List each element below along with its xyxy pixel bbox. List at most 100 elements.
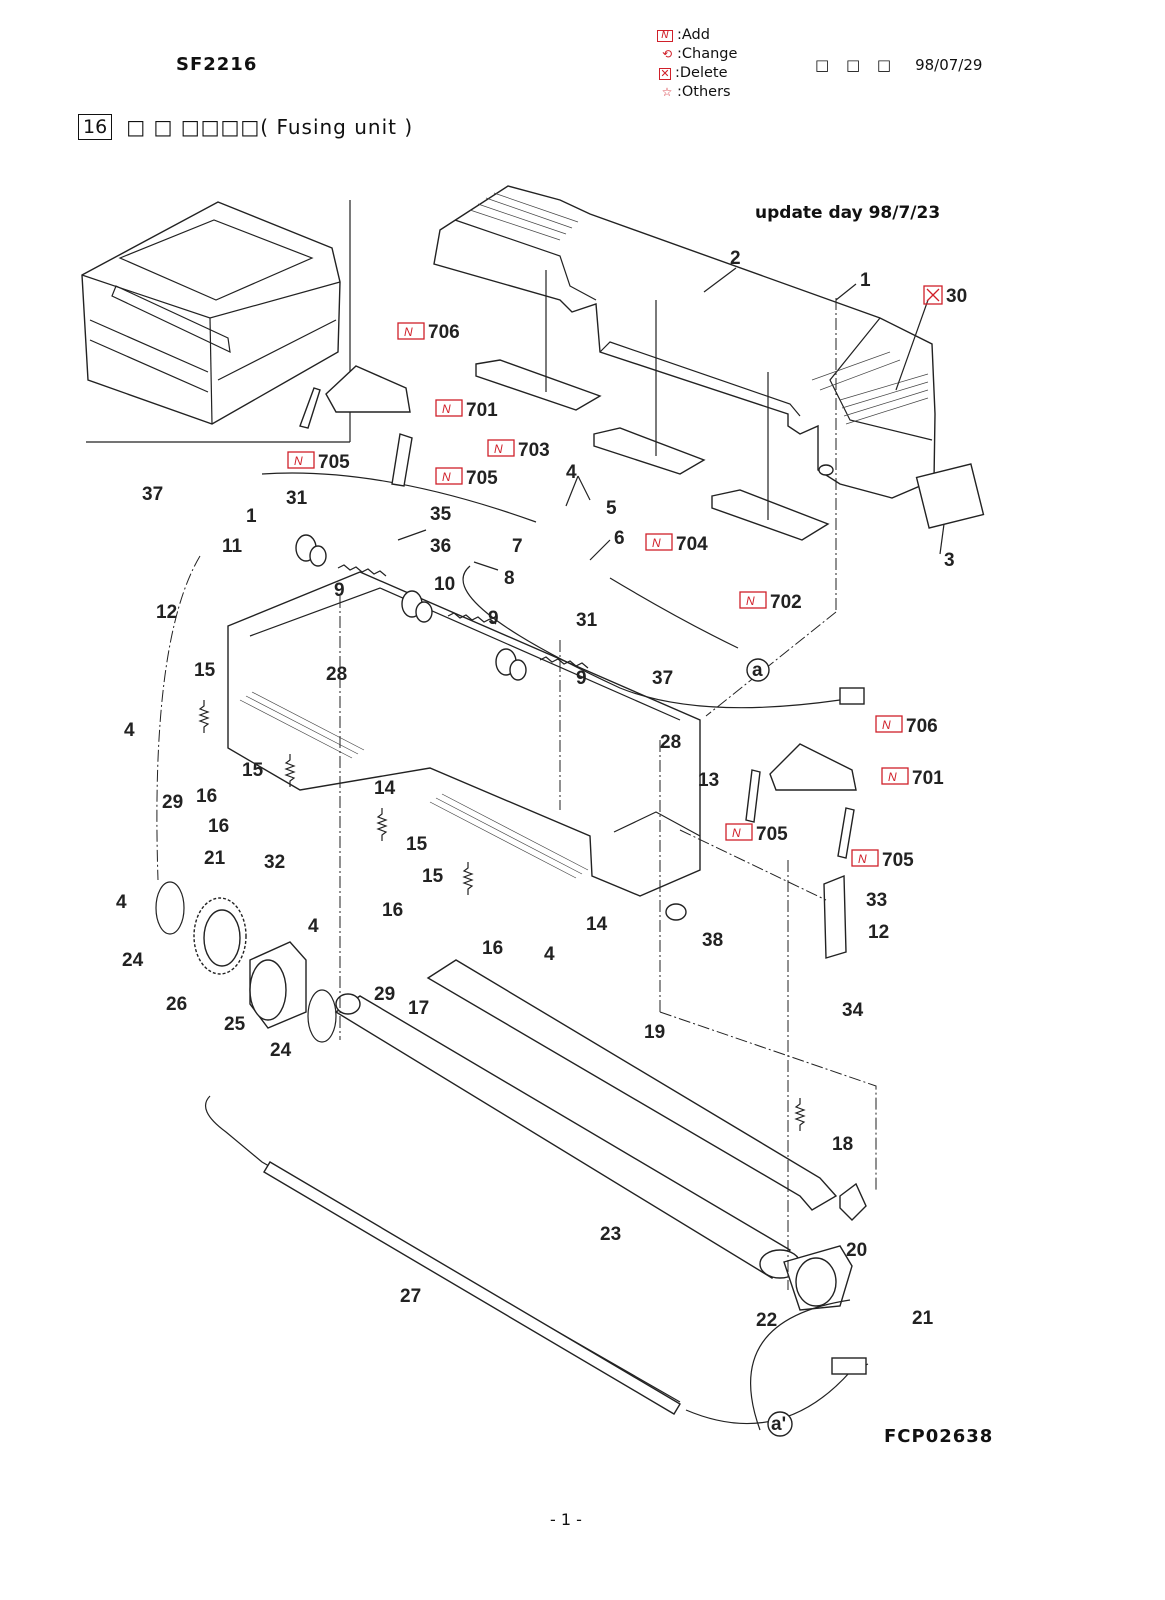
part-label: 14 xyxy=(374,778,396,799)
part-label: 3 xyxy=(944,550,955,571)
legend-change-label: :Change xyxy=(677,46,738,62)
top-cover xyxy=(433,185,936,499)
svg-text:N: N xyxy=(494,442,503,456)
part-label: 31 xyxy=(576,610,598,631)
part-label: 6 xyxy=(614,528,625,549)
fuser-sheets xyxy=(475,270,985,541)
fuser-frame xyxy=(227,571,701,921)
date-value: 98/07/29 xyxy=(915,56,983,74)
new-part-badges: N 706 N 701 N 705 N 703 N 705 N 704 N 70… xyxy=(287,285,967,871)
new-part-label: 706 xyxy=(428,322,460,343)
legend-delete-label: :Delete xyxy=(675,65,728,81)
part-label: 17 xyxy=(408,998,429,1019)
new-badge-icon: N xyxy=(435,399,463,417)
part-label: 29 xyxy=(374,984,395,1005)
part-label: 31 xyxy=(286,488,308,509)
part-label: 1 xyxy=(860,270,871,291)
connector-label: a xyxy=(752,660,763,681)
new-badge-icon: N xyxy=(397,322,425,340)
change-legend: N :Add ⟲ :Change ✕ :Delete ☆ :Others xyxy=(657,26,737,102)
part-label: 29 xyxy=(162,792,183,813)
part-label: 1 xyxy=(246,506,257,527)
sensor-cable xyxy=(261,472,865,709)
pressure-roller xyxy=(426,959,867,1221)
part-label: 4 xyxy=(116,892,127,913)
part-label: 19 xyxy=(644,1022,665,1043)
part-label: 25 xyxy=(224,1014,246,1035)
part-label: 16 xyxy=(196,786,217,807)
page-number: - 1 - xyxy=(550,1510,582,1529)
delete-box-icon xyxy=(923,285,943,305)
part-label: 14 xyxy=(586,914,608,935)
connector-label: a' xyxy=(771,1414,786,1435)
new-badge-icon: N xyxy=(435,467,463,485)
new-badge-icon: N xyxy=(487,439,515,457)
new-part-label: 706 xyxy=(906,716,938,737)
part-label: 21 xyxy=(912,1308,934,1329)
issue-date: □ □ □ 98/07/29 xyxy=(815,56,982,74)
change-arrows-icon: ⟲ xyxy=(661,47,673,61)
machine-overview-inset xyxy=(81,200,351,443)
legend-others: ☆ :Others xyxy=(657,83,737,102)
new-badge-icon: N xyxy=(645,533,673,551)
new-part-label: 701 xyxy=(912,768,944,789)
part-label: 4 xyxy=(308,916,319,937)
new-badge-icon: N xyxy=(875,715,903,733)
drive-gear-assembly xyxy=(155,881,337,1043)
assembly-lines xyxy=(156,298,877,1290)
new-badge-icon: N xyxy=(851,849,879,867)
svg-text:N: N xyxy=(404,325,413,339)
part-label: 21 xyxy=(204,848,226,869)
part-label: 23 xyxy=(600,1224,621,1245)
part-label: 15 xyxy=(406,834,428,855)
part-label: 18 xyxy=(832,1134,853,1155)
part-label: 4 xyxy=(544,944,555,965)
svg-text:N: N xyxy=(882,718,891,732)
part-label: 24 xyxy=(270,1040,292,1061)
svg-text:N: N xyxy=(732,826,741,840)
legend-delete: ✕ :Delete xyxy=(657,64,737,83)
legend-add-label: :Add xyxy=(677,27,710,43)
svg-text:N: N xyxy=(442,470,451,484)
delete-box-icon: ✕ xyxy=(659,66,671,80)
part-label: 33 xyxy=(866,890,887,911)
part-label: 26 xyxy=(166,994,187,1015)
part-label: 32 xyxy=(264,852,285,873)
roller-bushes xyxy=(295,534,527,681)
legend-change: ⟲ :Change xyxy=(657,45,737,64)
part-label: 12 xyxy=(156,602,177,623)
svg-text:N: N xyxy=(652,536,661,550)
leader-lines xyxy=(397,267,945,571)
part-label: 20 xyxy=(846,1240,867,1261)
part-label: 9 xyxy=(576,668,587,689)
model-number: SF2216 xyxy=(176,54,258,75)
part-label: 13 xyxy=(698,770,719,791)
part-label: 8 xyxy=(504,568,515,589)
part-label: 9 xyxy=(334,580,345,601)
new-badge-icon: N xyxy=(657,29,673,42)
part-label: 38 xyxy=(702,930,723,951)
part-label: 27 xyxy=(400,1286,421,1307)
connector-markers: a a' xyxy=(746,658,793,1437)
new-part-label: 705 xyxy=(466,468,498,489)
svg-text:N: N xyxy=(746,594,755,608)
part-label: 22 xyxy=(756,1310,777,1331)
part-label: 16 xyxy=(482,938,503,959)
section-heading: 16 □ □ □□□□( Fusing unit ) xyxy=(78,114,413,140)
part-label: 11 xyxy=(222,536,243,557)
date-label: □ □ □ xyxy=(815,56,898,74)
part-label: 4 xyxy=(124,720,135,741)
new-badge-icon: N xyxy=(725,823,753,841)
part-label: 37 xyxy=(652,668,673,689)
part-labels: 1 2 3 4 5 6 7 8 9 9 9 10 11 12 12 13 14 … xyxy=(116,248,955,1331)
update-note: update day 98/7/23 xyxy=(755,203,941,223)
new-part-label: 705 xyxy=(318,452,350,473)
part-label: 28 xyxy=(660,732,681,753)
new-part-label: 703 xyxy=(518,440,550,461)
part-label: 7 xyxy=(512,536,523,557)
svg-text:N: N xyxy=(442,402,451,416)
part-label: 9 xyxy=(488,608,499,629)
svg-text:N: N xyxy=(858,852,867,866)
new-badge-icon: N xyxy=(881,767,909,785)
